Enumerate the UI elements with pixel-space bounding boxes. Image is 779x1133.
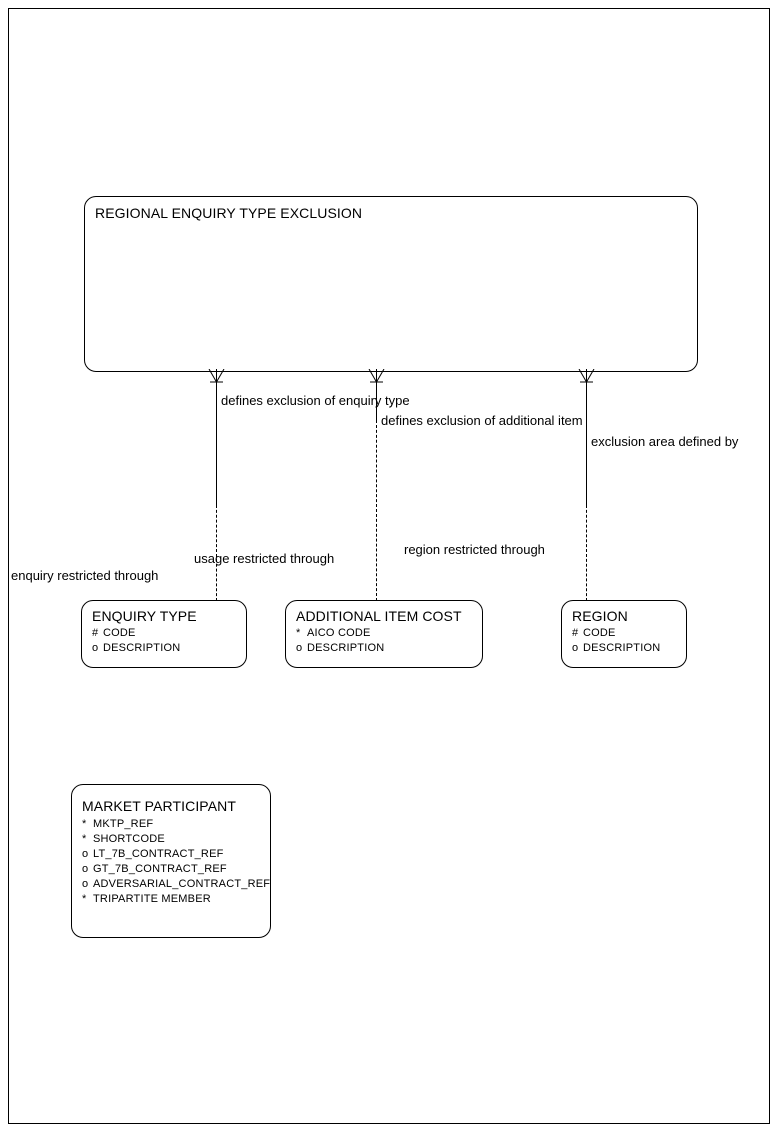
connector-region-dashed (586, 505, 587, 601)
attribute-name: SHORTCODE (93, 833, 165, 845)
relationship-label-enquiry-restricted-through: enquiry restricted through (11, 568, 159, 583)
entity-title: REGION (572, 608, 628, 624)
attribute-name: MKTP_REF (93, 818, 154, 830)
attribute-marker: o (296, 642, 303, 654)
attribute-name: LT_7B_CONTRACT_REF (93, 848, 224, 860)
attribute-name: DESCRIPTION (103, 642, 181, 654)
entity-title: REGIONAL ENQUIRY TYPE EXCLUSION (95, 205, 363, 221)
attribute-marker: o (82, 848, 89, 860)
attribute-row: o DESCRIPTION (296, 641, 384, 656)
connector-additional-dashed (376, 420, 377, 601)
attribute-marker: o (82, 863, 89, 875)
attribute-list: # CODE o DESCRIPTION (92, 626, 180, 656)
attribute-marker: # (92, 627, 99, 639)
entity-market-participant[interactable]: MARKET PARTICIPANT * MKTP_REF * SHORTCODE … (71, 784, 271, 938)
attribute-row: o ADVERSARIAL_CONTRACT_REF (82, 877, 270, 892)
attribute-list: * AICO CODE o DESCRIPTION (296, 626, 384, 656)
attribute-row: o DESCRIPTION (92, 641, 180, 656)
relationship-label-region-restricted-through: region restricted through (404, 542, 545, 557)
attribute-name: DESCRIPTION (583, 642, 661, 654)
relationship-label-exclusion-area-defined-by: exclusion area defined by (591, 434, 739, 449)
attribute-marker: * (82, 818, 87, 830)
attribute-row: # CODE (92, 626, 180, 641)
attribute-name: CODE (583, 627, 616, 639)
entity-regional-enquiry-type-exclusion[interactable]: REGIONAL ENQUIRY TYPE EXCLUSION (84, 196, 698, 372)
attribute-row: # CODE (572, 626, 660, 641)
entity-title: ENQUIRY TYPE (92, 608, 197, 624)
attribute-row: * AICO CODE (296, 626, 384, 641)
entity-title: MARKET PARTICIPANT (82, 798, 237, 814)
attribute-name: AICO CODE (307, 627, 371, 639)
page-border (8, 8, 770, 1124)
attribute-marker: o (572, 642, 579, 654)
attribute-list: * MKTP_REF * SHORTCODE o LT_7B_CONTRACT_REF… (82, 817, 270, 907)
attribute-name: CODE (103, 627, 136, 639)
attribute-name: ADVERSARIAL_CONTRACT_REF (93, 878, 271, 890)
attribute-row: * MKTP_REF (82, 817, 270, 832)
attribute-marker: o (92, 642, 99, 654)
attribute-marker: * (82, 893, 87, 905)
connector-region-solid (586, 380, 587, 505)
attribute-row: o LT_7B_CONTRACT_REF (82, 847, 270, 862)
entity-title: ADDITIONAL ITEM COST (296, 608, 462, 624)
attribute-list: # CODE o DESCRIPTION (572, 626, 660, 656)
entity-region[interactable]: REGION # CODE o DESCRIPTION (561, 600, 687, 668)
attribute-marker: * (82, 833, 87, 845)
connector-additional-solid (376, 380, 377, 420)
attribute-name: GT_7B_CONTRACT_REF (93, 863, 227, 875)
entity-enquiry-type[interactable]: ENQUIRY TYPE # CODE o DESCRIPTION (81, 600, 247, 668)
attribute-marker: # (572, 627, 579, 639)
attribute-row: * TRIPARTITE MEMBER (82, 892, 270, 907)
entity-additional-item-cost[interactable]: ADDITIONAL ITEM COST * AICO CODE o DESCRIP… (285, 600, 483, 668)
relationship-label-usage-restricted-through: usage restricted through (194, 551, 335, 566)
attribute-name: DESCRIPTION (307, 642, 385, 654)
relationship-label-defines-exclusion-of-enquiry-type: defines exclusion of enquiry type (221, 393, 410, 408)
attribute-marker: o (82, 878, 89, 890)
relationship-label-defines-exclusion-of-additional-item: defines exclusion of additional item (381, 413, 583, 428)
connector-enquiry-dashed (216, 505, 217, 601)
attribute-name: TRIPARTITE MEMBER (93, 893, 211, 905)
attribute-marker: * (296, 627, 301, 639)
attribute-row: o GT_7B_CONTRACT_REF (82, 862, 270, 877)
connector-enquiry-solid (216, 380, 217, 505)
attribute-row: * SHORTCODE (82, 832, 270, 847)
attribute-row: o DESCRIPTION (572, 641, 660, 656)
